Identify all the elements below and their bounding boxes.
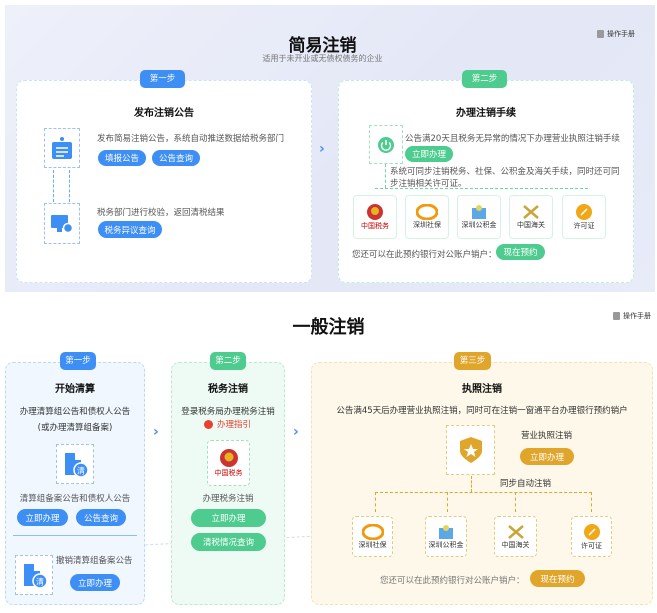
revoke-handle-button[interactable]: 立即办理 (70, 574, 120, 591)
customs-logo[interactable]: 中国海关 (509, 195, 553, 239)
tax-clearance-query-button[interactable]: 清税情况查询 (191, 533, 266, 551)
g-step2-title: 税务注销 (208, 384, 248, 395)
pencil-icon (204, 419, 213, 429)
reserve-now-button[interactable]: 现在预约 (496, 244, 545, 260)
social-security-logo[interactable]: 深圳社保 (405, 195, 449, 239)
flow-arrow-up (69, 170, 70, 202)
book-icon (597, 30, 604, 38)
svg-text:清: 清 (36, 577, 44, 587)
step1-title: 发布注销公告 (134, 108, 194, 119)
g-step2-badge: 第二步 (210, 352, 246, 370)
housing-fund-logo[interactable]: 深圳公积金 (457, 195, 501, 239)
connector-line (375, 188, 588, 189)
general-step3-card (311, 362, 653, 605)
step2-badge: 第二步 (462, 70, 507, 88)
g-step1-query-button[interactable]: 公告查询 (76, 509, 126, 526)
g-step3-badge: 第三步 (454, 352, 491, 370)
simple-step2-card (338, 80, 634, 283)
step2-text2b: 步注销相关许可证。 (390, 179, 467, 189)
book-icon (613, 312, 620, 320)
connector-line (375, 492, 592, 512)
bank-text: 您还可以在此预约银行对公账户销户： (352, 250, 497, 260)
guide-link[interactable]: 办理指引 (204, 418, 251, 430)
revoke-text: 撤销清算组备案公告 (56, 556, 133, 566)
building-icon: 清 (56, 444, 94, 484)
fill-notice-button[interactable]: 填报公告 (98, 150, 146, 166)
item1-text: 发布简易注销公告，系统自动推送数据给税务部门 (97, 134, 285, 144)
g-bank-text: 您还可以在此预约银行对公账户销户： (380, 576, 525, 586)
handle-now-button[interactable]: 立即办理 (405, 146, 453, 162)
g-step1-text2: (或办理清算组备案) (37, 423, 113, 433)
g-step2-text1: 登录税务局办理税务注销 (181, 407, 275, 417)
simple-step1-card (16, 80, 312, 283)
connector-line (447, 492, 448, 512)
g-step3-text1: 公告满45天后办理营业执照注销，同时可在注销一窗通平台办理银行预约销户 (336, 406, 628, 416)
notice-icon (44, 128, 80, 168)
license-text: 营业执照注销 (521, 431, 573, 441)
g-step2-text2: 办理税务注销 (202, 494, 254, 504)
simple-subtitle: 适用于未开业或无债权债务的企业 (262, 54, 383, 63)
flow-arrow-down (53, 170, 54, 202)
tax-logo: 中国税务 (207, 440, 250, 486)
chevron-right-icon: › (293, 424, 299, 440)
license-handle-button[interactable]: 立即办理 (520, 448, 574, 465)
svg-text:清: 清 (77, 466, 85, 476)
tax-logo[interactable]: 中国税务 (353, 195, 397, 239)
manual-link[interactable]: 操作手册 (597, 29, 635, 39)
simple-title: 简易注销 (288, 36, 357, 56)
general-title: 一般注销 (292, 317, 365, 338)
divider (13, 535, 137, 536)
g-reserve-now-button[interactable]: 现在预约 (530, 570, 585, 587)
manual-link-general[interactable]: 操作手册 (613, 311, 651, 321)
g-step2-handle-button[interactable]: 立即办理 (191, 509, 266, 527)
connector-line (471, 476, 472, 492)
housing-fund-logo[interactable]: 深圳公积金 (425, 516, 467, 557)
computer-gear-icon (44, 203, 80, 244)
power-icon (369, 125, 403, 164)
connector-line (385, 164, 386, 188)
g-step1-handle-button[interactable]: 立即办理 (17, 509, 68, 526)
chevron-right-icon: › (319, 141, 325, 157)
permit-logo[interactable]: 许可证 (562, 195, 606, 239)
step2-title: 办理注销手续 (456, 108, 516, 119)
step2-text2a: 系统可同步注销税务、社保、公积金及海关手续，同时还可同 (390, 167, 620, 177)
chevron-right-icon: › (153, 424, 159, 440)
g-step1-title: 开始清算 (55, 384, 95, 395)
g-step1-text1: 办理清算组公告和债权人公告 (19, 407, 131, 417)
social-security-logo[interactable]: 深圳社保 (352, 516, 393, 557)
connector-line (515, 492, 516, 512)
g-step3-title: 执照注销 (462, 384, 502, 395)
permit-logo[interactable]: 许可证 (571, 516, 612, 557)
sync-text: 同步自动注销 (500, 479, 552, 489)
step1-badge: 第一步 (140, 70, 185, 88)
building-icon: 清 (15, 555, 53, 595)
item2-text: 税务部门进行校验，返回清税结果 (97, 208, 225, 218)
tax-objection-query-button[interactable]: 税务异议查询 (98, 221, 162, 238)
g-step1-badge: 第一步 (60, 352, 96, 370)
notice-query-button[interactable]: 公告查询 (152, 150, 200, 166)
badge-star-icon (446, 425, 495, 475)
customs-logo[interactable]: 中国海关 (494, 516, 537, 557)
g-step1-item-text: 清算组备案公告和债权人公告 (19, 494, 131, 504)
step2-text1: 公告满20天且税务无异常的情况下办理营业执照注销手续 (405, 134, 620, 144)
